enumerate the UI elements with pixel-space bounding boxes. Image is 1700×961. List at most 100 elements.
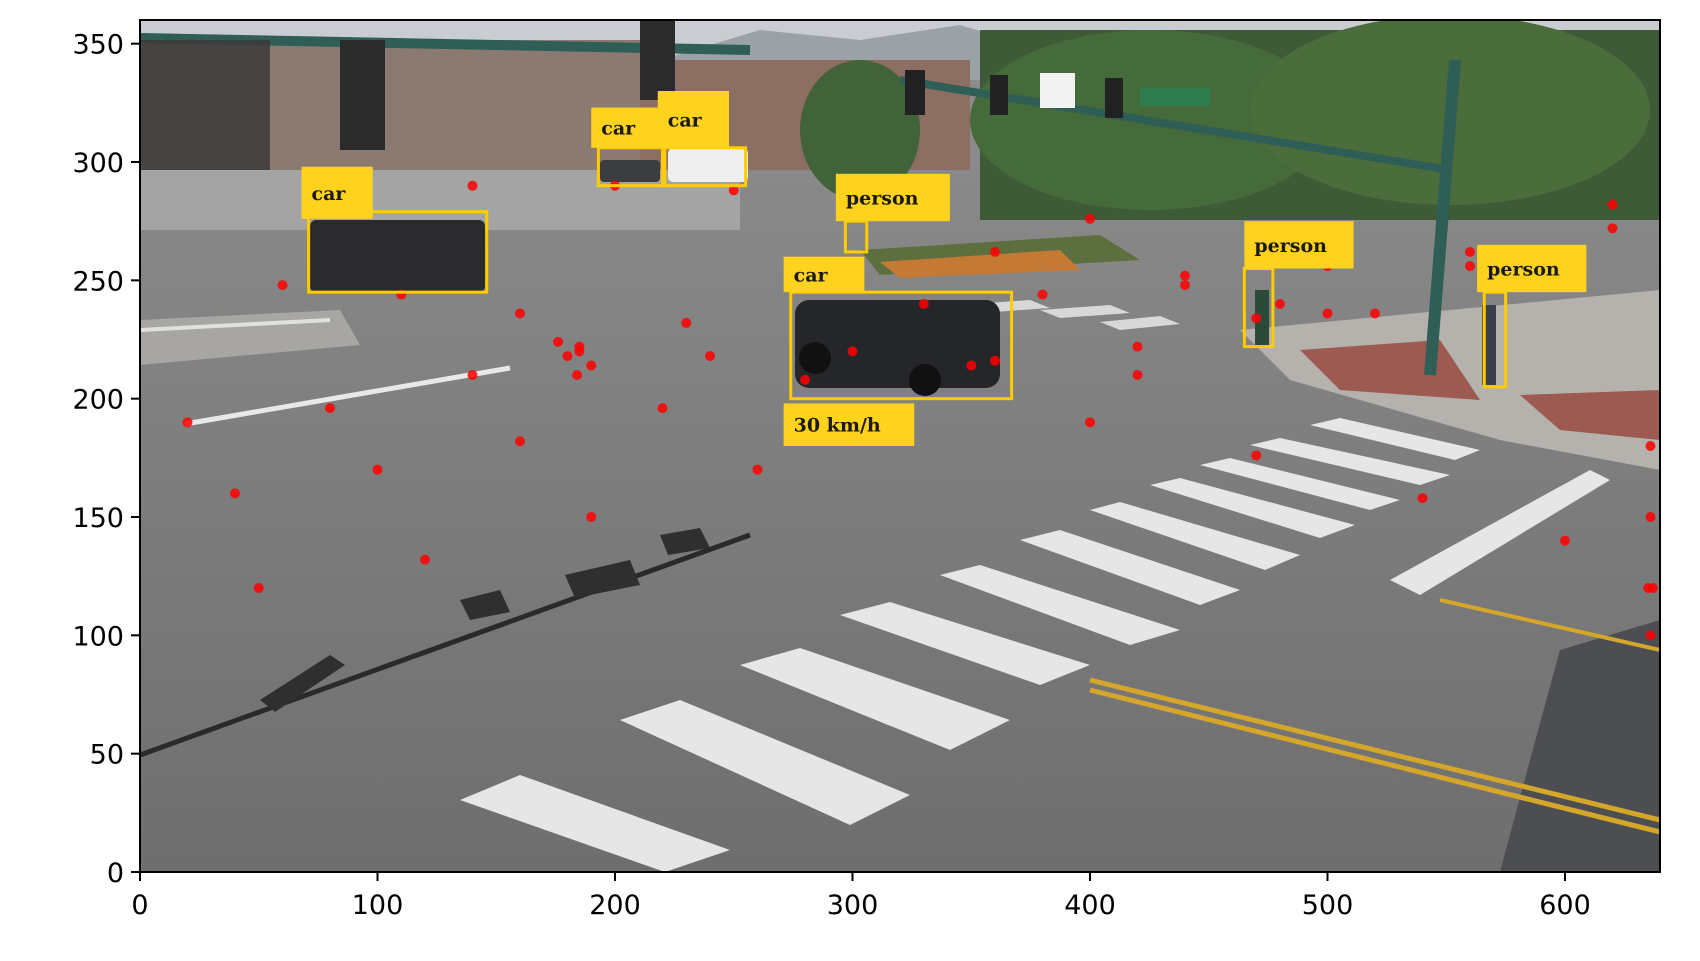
- signal-shadow: [660, 528, 710, 555]
- detection-label: person: [1254, 235, 1327, 257]
- trajectory-point: [1251, 313, 1262, 324]
- trajectory-point: [572, 370, 582, 380]
- trajectory-point: [1085, 213, 1095, 224]
- trajectory-point: [253, 583, 264, 593]
- lane-line: [184, 365, 511, 427]
- detection-tag: [301, 166, 373, 219]
- left-sidewalk: [140, 310, 360, 365]
- x-tick-label: 400: [1064, 890, 1116, 921]
- trajectory-point: [515, 308, 525, 319]
- lane-line: [140, 318, 331, 332]
- detection-label: car: [668, 109, 703, 131]
- trajectory-point: [1417, 493, 1428, 504]
- trajectory-point: [182, 417, 193, 428]
- trajectory-point: [657, 403, 668, 414]
- statue: [140, 40, 270, 170]
- trajectory-point: [230, 488, 240, 499]
- y-tick-label: 100: [72, 621, 124, 652]
- y-tick-label: 350: [72, 30, 124, 61]
- trajectory-point: [1085, 417, 1095, 428]
- trajectory-point: [1645, 441, 1656, 451]
- trajectory-point: [990, 246, 1000, 257]
- trajectory-point: [467, 370, 478, 380]
- plot-frame: [139, 19, 1661, 873]
- trajectory-point: [966, 360, 977, 371]
- y-tick-label: 250: [72, 266, 124, 297]
- signal-shadow: [460, 590, 510, 620]
- trajectory-point: [1322, 308, 1333, 319]
- trajectory-point: [586, 512, 597, 522]
- signal-shadow: [260, 655, 345, 712]
- detection-tag: [657, 91, 729, 148]
- x-tick-label: 300: [827, 890, 879, 921]
- pole-shadow: [140, 532, 751, 758]
- trajectory-point: [574, 346, 585, 357]
- flower-bed: [880, 250, 1080, 278]
- trajectory-point: [277, 280, 288, 291]
- signal-shadow: [565, 560, 640, 598]
- distant-car: [600, 160, 660, 182]
- trajectory-point: [467, 180, 478, 191]
- center-line: [1439, 598, 1660, 652]
- center-line: [1089, 687, 1660, 835]
- trajectory-point: [586, 360, 597, 371]
- detection-label: 30 km/h: [794, 415, 881, 437]
- trajectory-point: [681, 317, 692, 328]
- trajectory-point: [1645, 512, 1656, 522]
- y-tick-label: 50: [90, 740, 124, 771]
- detection-tag: [591, 107, 663, 148]
- suv-wheel: [909, 364, 941, 396]
- trajectory-point: [1645, 630, 1656, 641]
- detection-label: person: [1487, 259, 1560, 281]
- trajectory-point: [372, 464, 383, 475]
- trajectory-point: [1647, 583, 1658, 593]
- trajectory-point: [990, 355, 1000, 366]
- trajectory-layer: [182, 180, 1658, 641]
- trajectory-point: [1132, 370, 1143, 380]
- x-tick-label: 500: [1302, 890, 1354, 921]
- traffic-signal: [990, 75, 1008, 115]
- trajectory-point: [1465, 261, 1475, 272]
- trajectory-point: [1607, 223, 1618, 234]
- white-van: [668, 148, 748, 182]
- brick-paving: [1520, 390, 1660, 440]
- traffic-signal: [640, 20, 675, 100]
- trajectory-point: [1560, 535, 1570, 546]
- y-tick-label: 0: [107, 858, 124, 889]
- trajectory-point: [325, 403, 335, 414]
- traffic-signal: [1105, 78, 1123, 118]
- x-tick-label: 0: [131, 890, 148, 921]
- trajectory-point: [752, 464, 763, 475]
- trajectory-point: [1180, 270, 1190, 281]
- trajectory-point: [1465, 246, 1475, 257]
- tree-cluster: [800, 60, 920, 200]
- crosswalk: [460, 418, 1610, 872]
- trajectory-point: [1251, 450, 1262, 461]
- trajectory-point: [728, 185, 739, 196]
- traffic-signal: [340, 40, 385, 150]
- detection-tag: [835, 173, 950, 222]
- detection-tag: [1244, 221, 1354, 269]
- detection-box: [843, 219, 869, 254]
- trajectory-point: [1180, 280, 1190, 291]
- street-sign: [1140, 88, 1210, 106]
- suv-wheel: [799, 342, 831, 374]
- x-tick-label: 600: [1539, 890, 1591, 921]
- trajectory-point: [553, 336, 563, 347]
- trajectory-point: [847, 346, 858, 357]
- detection-label: car: [601, 118, 636, 140]
- street-sign: [1040, 73, 1075, 108]
- trajectory-point: [420, 554, 430, 565]
- y-tick-label: 150: [72, 503, 124, 534]
- trajectory-point: [562, 351, 573, 362]
- trajectory-point: [800, 374, 810, 385]
- trajectory-point: [1607, 199, 1618, 210]
- y-tick-label: 300: [72, 148, 124, 179]
- detection-label: person: [846, 188, 919, 210]
- detection-box: [307, 210, 489, 294]
